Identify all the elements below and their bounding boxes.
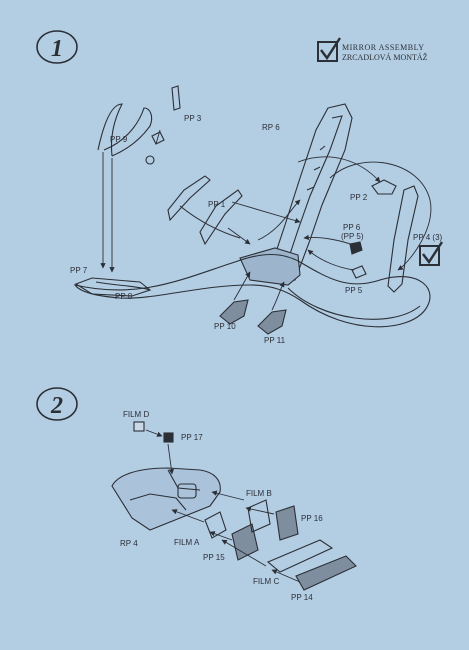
- instrument-panel-drawing: [111, 421, 357, 591]
- label-film-b: FILM B: [246, 489, 272, 498]
- step-2-arrows: [145, 429, 301, 583]
- step-1-arrows: [100, 129, 432, 311]
- label-pp8: PP 8: [115, 292, 133, 301]
- label-pp15: PP 15: [203, 553, 225, 562]
- label-pp11: PP 11: [264, 336, 286, 345]
- label-rp4: RP 4: [120, 539, 138, 548]
- label-pp2: PP 2: [350, 193, 368, 202]
- label-film-c: FILM C: [253, 577, 279, 586]
- label-pp7: PP 7: [70, 266, 88, 275]
- step-1-badge: 1: [36, 30, 78, 64]
- label-pp17: PP 17: [181, 433, 203, 442]
- legend-line-2: ZRCADLOVÁ MONTÁŽ: [342, 52, 428, 62]
- label-pp14: PP 14: [291, 593, 313, 602]
- legend-line-1: MIRROR ASSEMBLY: [342, 43, 425, 52]
- label-film-a: FILM A: [174, 538, 200, 547]
- label-pp6-alt: (PP 5): [341, 232, 364, 241]
- step-1-number: 1: [51, 36, 63, 62]
- label-pp16: PP 16: [301, 514, 323, 523]
- label-pp9: PP 9: [110, 135, 128, 144]
- label-pp4: PP 4 (3): [413, 233, 443, 242]
- label-pp5: PP 5: [345, 286, 363, 295]
- label-pp6: PP 6: [343, 223, 361, 232]
- pp4-checkmark-icon: [419, 241, 444, 266]
- checkmark-icon: [317, 37, 342, 62]
- seat-drawing: [73, 85, 431, 335]
- step-2-labels: FILM D PP 17 FILM B PP 16 RP 4 FILM A PP…: [120, 410, 323, 602]
- step-1-labels: PP 3 PP 9 RP 6 PP 1 PP 2 PP 6 (PP 5) PP …: [70, 114, 443, 345]
- label-pp1: PP 1: [208, 200, 226, 209]
- label-pp10: PP 10: [214, 322, 236, 331]
- label-pp3: PP 3: [184, 114, 202, 123]
- label-film-d: FILM D: [123, 410, 149, 419]
- label-rp6: RP 6: [262, 123, 280, 132]
- step-2-number: 2: [50, 393, 63, 419]
- step-2-badge: 2: [36, 387, 78, 421]
- mirror-assembly-legend: MIRROR ASSEMBLY ZRCADLOVÁ MONTÁŽ: [317, 37, 428, 62]
